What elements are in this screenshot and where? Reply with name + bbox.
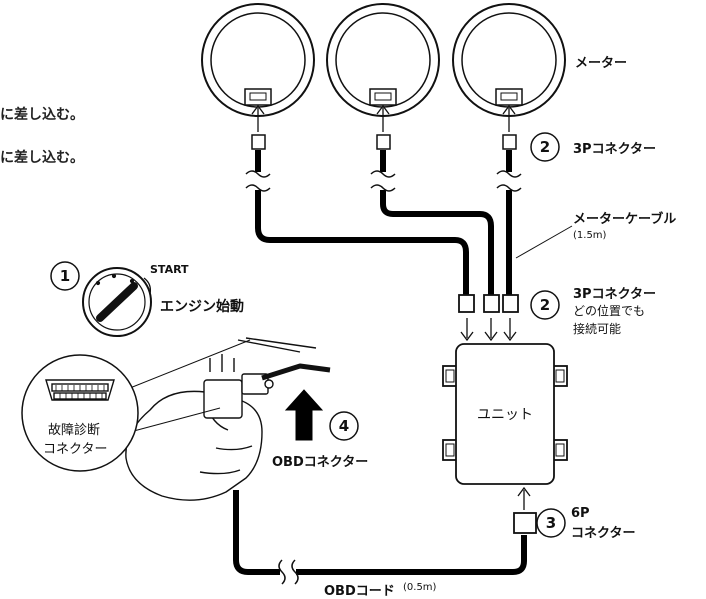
meter-cable-leader bbox=[515, 225, 573, 259]
unit-box bbox=[442, 343, 568, 485]
step-2-marker-unit: 2 bbox=[540, 296, 550, 314]
start-label: START bbox=[150, 263, 189, 276]
insert-big-arrow bbox=[284, 389, 324, 441]
obd-port-icon bbox=[45, 379, 115, 401]
meter-1 bbox=[201, 3, 315, 117]
any-position-line-2: 接続可能 bbox=[573, 322, 622, 336]
step-2-marker-top: 2 bbox=[540, 138, 550, 156]
meter-cable-length: (1.5m) bbox=[573, 230, 607, 241]
meter-plugs bbox=[251, 134, 517, 150]
any-position-line-1: どの位置でも bbox=[573, 304, 646, 318]
cable-break-marks bbox=[245, 170, 522, 192]
ignition-key-icon bbox=[82, 267, 152, 337]
meter-cable-label: メーターケーブル bbox=[573, 212, 677, 227]
diag-connector-line-1: 故障診断 bbox=[48, 423, 101, 438]
conn-6p-line-2: コネクター bbox=[571, 526, 636, 541]
step-3-marker: 3 bbox=[546, 514, 556, 532]
insert-arrows-unit bbox=[460, 318, 517, 342]
unit-3p-connectors bbox=[458, 294, 519, 313]
obd-cord bbox=[233, 490, 527, 575]
step-4-marker: 4 bbox=[339, 417, 349, 435]
meter-label: メーター bbox=[575, 56, 628, 71]
conn-3p-unit-label: 3Pコネクター bbox=[573, 287, 657, 302]
obd-cord-length: (0.5m) bbox=[403, 582, 437, 593]
diag-connector-line-2: コネクター bbox=[43, 442, 108, 457]
obd-cord-break bbox=[278, 559, 299, 585]
conn-3p-top-label: 3Pコネクター bbox=[573, 142, 657, 157]
meter-cables bbox=[255, 150, 512, 295]
obd-connector-label: OBDコネクター bbox=[272, 455, 369, 470]
engine-start-label: エンジン始動 bbox=[160, 299, 244, 315]
instruction-line-2: に差し込む。 bbox=[0, 150, 84, 166]
obd-cord-label: OBDコード bbox=[324, 584, 395, 599]
unit-label: ユニット bbox=[477, 407, 533, 423]
insert-arrow-6p bbox=[517, 486, 531, 510]
insert-arrows-meter bbox=[251, 104, 516, 132]
hand-plug-illustration bbox=[125, 337, 331, 501]
meter-2 bbox=[326, 3, 440, 117]
key-turn-arrow bbox=[143, 277, 152, 295]
instruction-line-1: に差し込む。 bbox=[0, 107, 84, 123]
plug-6p bbox=[513, 512, 537, 534]
step-1-marker: 1 bbox=[60, 267, 70, 285]
step-circles bbox=[50, 132, 566, 538]
meter-3 bbox=[452, 3, 566, 117]
conn-6p-line-1: 6P bbox=[571, 506, 590, 521]
